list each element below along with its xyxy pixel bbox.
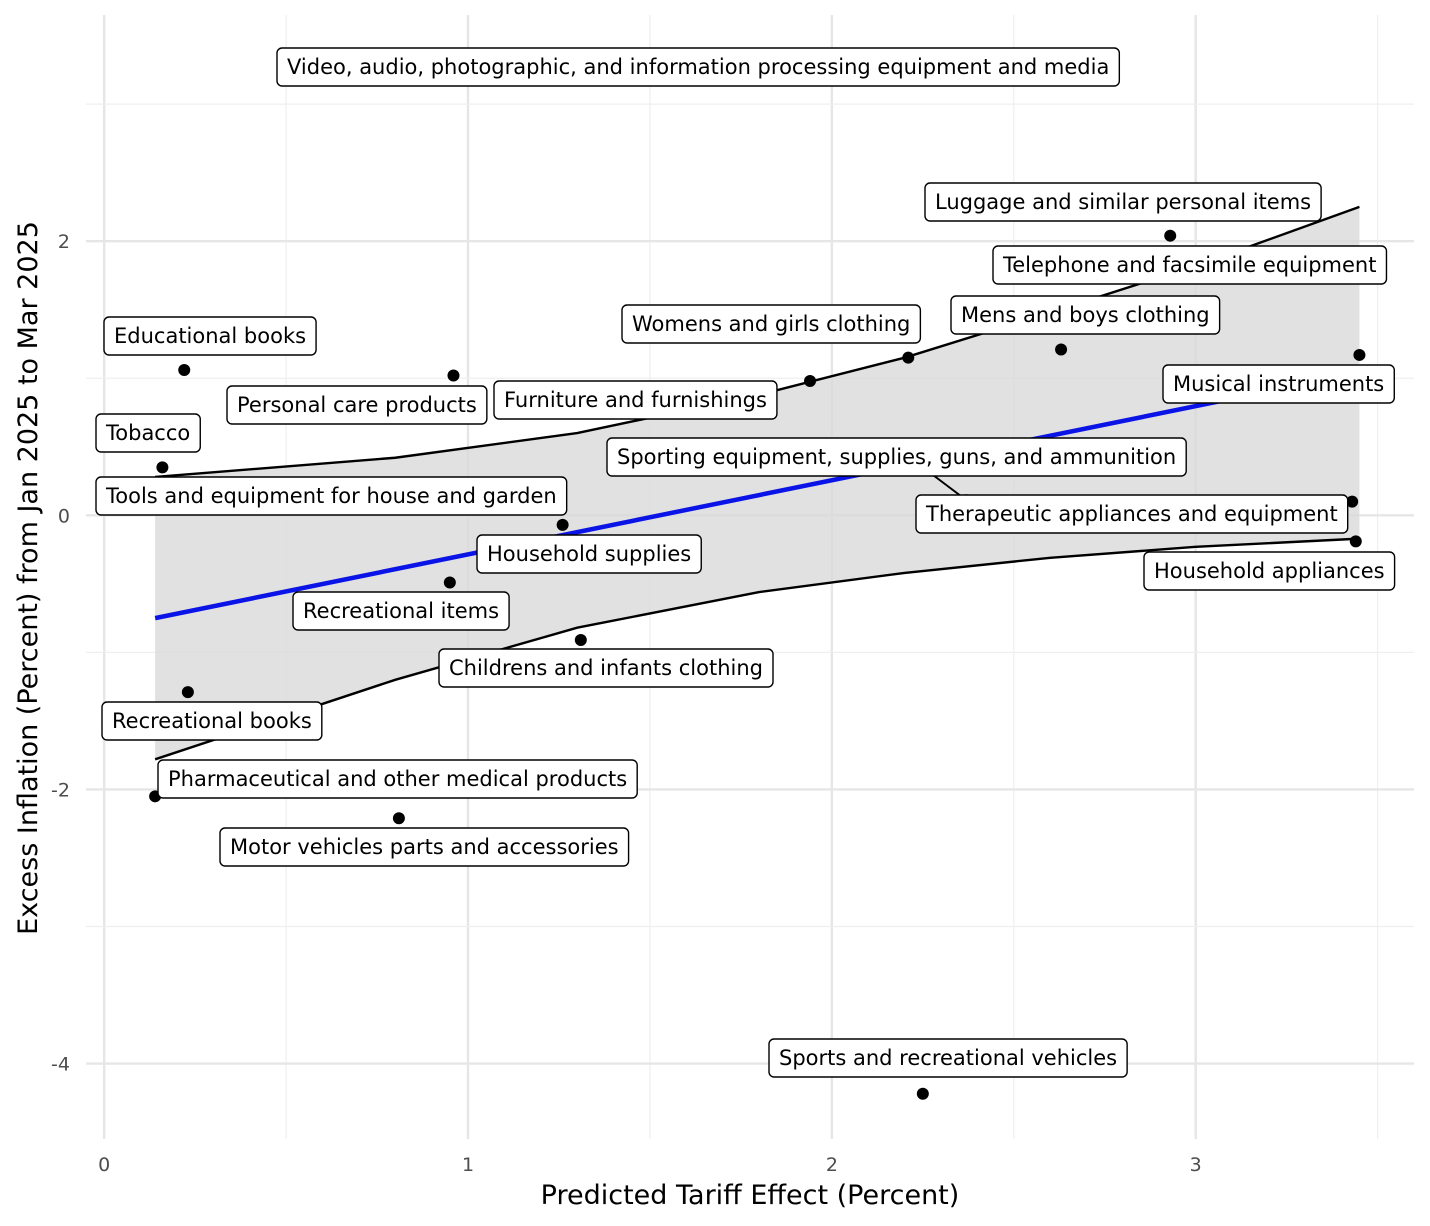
point-label: Personal care products: [226, 385, 488, 425]
data-point: [1346, 495, 1359, 508]
point-label: Pharmaceutical and other medical product…: [157, 759, 638, 799]
label-box: [103, 316, 317, 356]
point-label: Musical instruments: [1162, 364, 1395, 404]
label-box: [606, 437, 1187, 477]
label-box: [1143, 551, 1396, 591]
label-text: Therapeutic appliances and equipment: [925, 502, 1338, 526]
axis-ticks: 0 1 2 3 -4 -2 0 2: [51, 231, 1202, 1176]
label-text: Tools and equipment for house and garden: [105, 484, 557, 508]
point-label: Household appliances: [1143, 551, 1396, 591]
label-box: [95, 476, 568, 516]
fit-line: [154, 370, 1360, 621]
label-text: Recreational items: [303, 599, 499, 623]
data-point: [443, 576, 456, 589]
x-tick-label: 3: [1190, 1154, 1202, 1176]
point-label: Therapeutic appliances and equipment: [915, 494, 1349, 534]
y-tick-label: 0: [58, 505, 70, 527]
point-label: Luggage and similar personal items: [924, 182, 1322, 222]
point-label: Sporting equipment, supplies, guns, and …: [606, 437, 1187, 477]
data-point: [556, 518, 569, 531]
label-box: [950, 295, 1221, 335]
point-label: Womens and girls clothing: [621, 304, 922, 344]
x-tick-label: 2: [826, 1154, 838, 1176]
label-box: [276, 47, 1121, 87]
label-text: Musical instruments: [1173, 372, 1384, 396]
point-labels: Video, audio, photographic, and informat…: [95, 47, 1396, 1078]
label-text: Recreational books: [112, 709, 312, 733]
y-tick-label: -4: [51, 1054, 70, 1076]
data-point: [804, 374, 817, 387]
data-point: [1055, 343, 1068, 356]
label-box: [438, 648, 774, 688]
label-box: [768, 1038, 1128, 1078]
label-box: [915, 494, 1349, 534]
label-box: [95, 413, 201, 453]
x-tick-label: 1: [462, 1154, 474, 1176]
data-point: [574, 634, 587, 647]
lower-ci-line: [154, 537, 1360, 761]
label-text: Household appliances: [1154, 559, 1385, 583]
label-box: [226, 385, 488, 425]
data-point: [178, 364, 191, 377]
point-label: Household supplies: [476, 534, 702, 574]
data-point: [916, 1087, 929, 1100]
data-point: [1349, 535, 1362, 548]
y-tick-label: 2: [58, 231, 70, 253]
label-text: Sports and recreational vehicles: [779, 1046, 1117, 1070]
label-text: Mens and boys clothing: [961, 303, 1210, 327]
label-text: Personal care products: [237, 393, 477, 417]
label-text: Telephone and facsimile equipment: [1002, 253, 1376, 277]
label-text: Pharmaceutical and other medical product…: [168, 767, 627, 791]
data-point: [447, 369, 460, 382]
label-text: Motor vehicles parts and accessories: [230, 835, 619, 859]
label-box: [621, 304, 922, 344]
point-label: Educational books: [103, 316, 317, 356]
label-box: [1162, 364, 1395, 404]
label-text: Video, audio, photographic, and informat…: [287, 55, 1109, 79]
data-point: [392, 812, 405, 825]
data-point: [1353, 348, 1366, 361]
y-axis-title: Excess Inflation (Percent) from Jan 2025…: [13, 221, 44, 935]
point-label: Motor vehicles parts and accessories: [219, 827, 630, 867]
point-label: Mens and boys clothing: [950, 295, 1221, 335]
data-point: [902, 351, 915, 364]
x-tick-label: 0: [98, 1154, 110, 1176]
data-point: [1164, 229, 1177, 242]
label-text: Educational books: [114, 324, 306, 348]
data-point: [181, 686, 194, 699]
point-label: Recreational books: [101, 701, 323, 741]
label-text: Childrens and infants clothing: [449, 656, 763, 680]
point-label: Furniture and furnishings: [493, 380, 778, 420]
regression-line: [154, 370, 1360, 621]
label-text: Household supplies: [487, 542, 691, 566]
label-box: [219, 827, 630, 867]
y-tick-label: -2: [51, 779, 70, 801]
data-point: [156, 461, 169, 474]
point-label: Childrens and infants clothing: [438, 648, 774, 688]
label-box: [101, 701, 323, 741]
label-box: [924, 182, 1322, 222]
label-text: Sporting equipment, supplies, guns, and …: [617, 445, 1176, 469]
label-box: [292, 591, 510, 631]
point-label: Telephone and facsimile equipment: [992, 245, 1388, 285]
label-text: Womens and girls clothing: [632, 312, 910, 336]
label-text: Tobacco: [105, 421, 190, 445]
x-axis-title: Predicted Tariff Effect (Percent): [541, 1180, 960, 1211]
label-text: Furniture and furnishings: [504, 388, 767, 412]
label-box: [157, 759, 638, 799]
point-label: Sports and recreational vehicles: [768, 1038, 1128, 1078]
point-label: Tools and equipment for house and garden: [95, 476, 568, 516]
label-text: Luggage and similar personal items: [935, 190, 1311, 214]
label-box: [476, 534, 702, 574]
label-box: [992, 245, 1388, 285]
label-box: [493, 380, 778, 420]
point-label: Tobacco: [95, 413, 201, 453]
point-label: Video, audio, photographic, and informat…: [276, 47, 1121, 87]
point-label: Recreational items: [292, 591, 510, 631]
